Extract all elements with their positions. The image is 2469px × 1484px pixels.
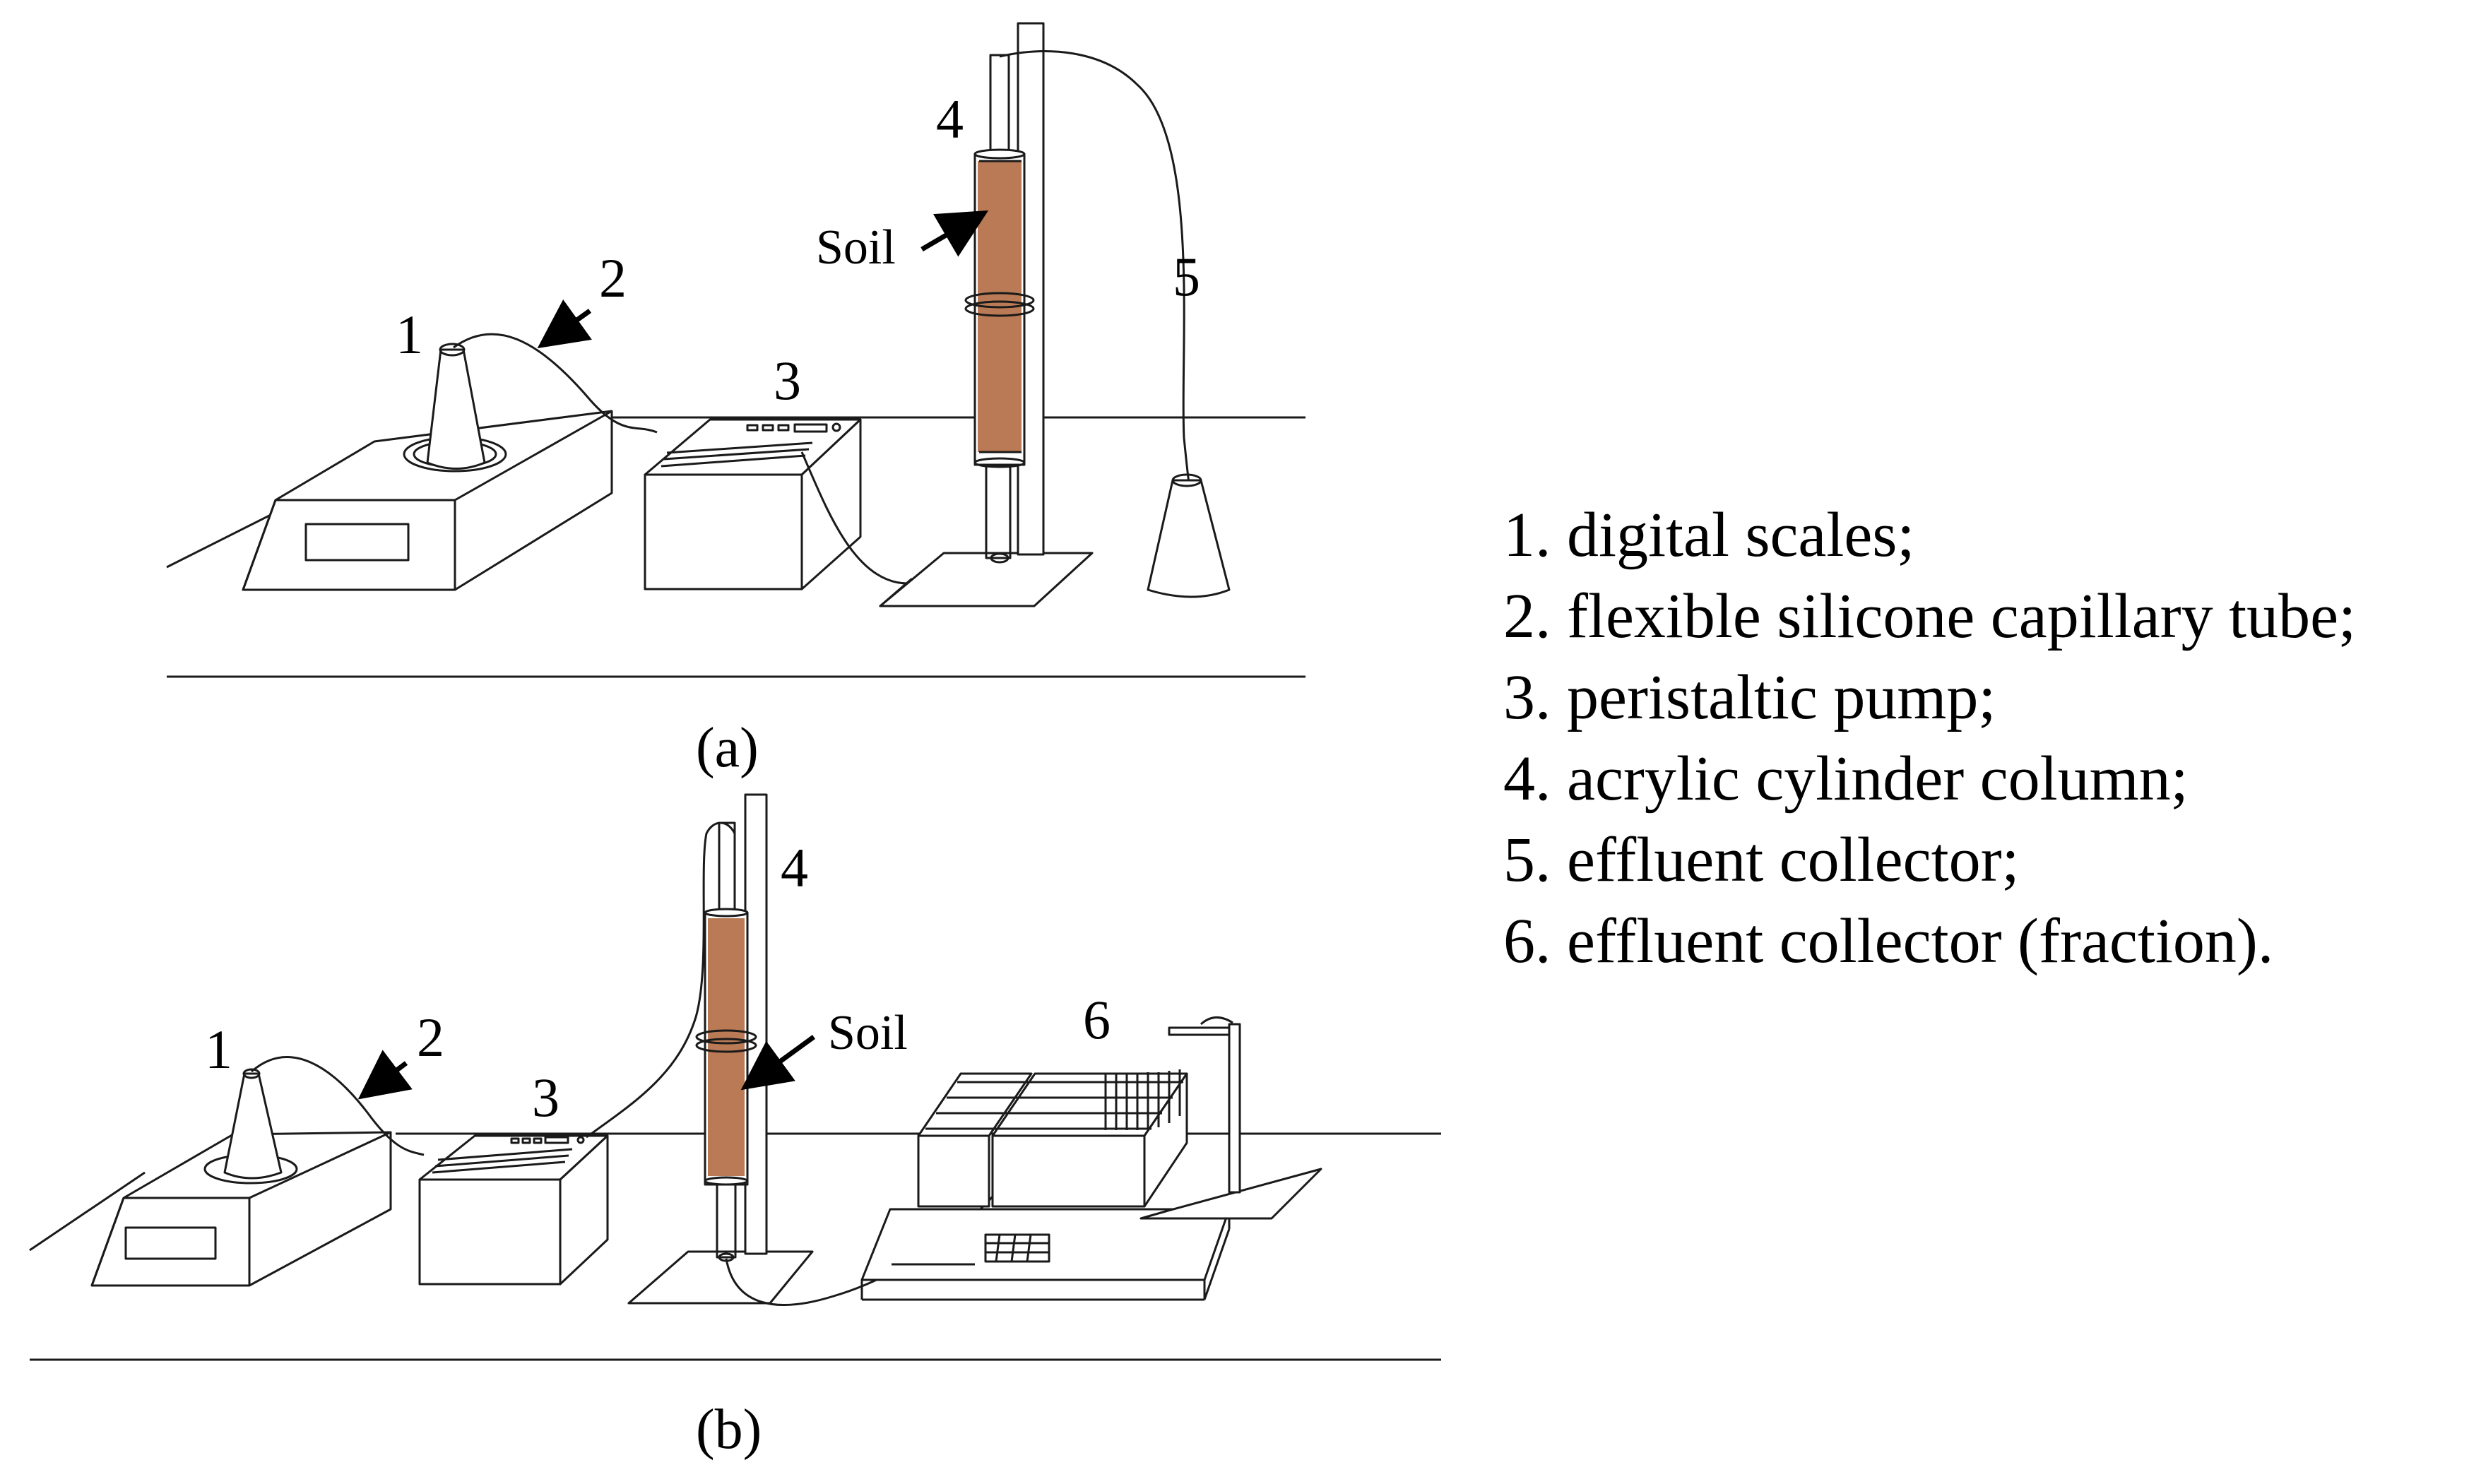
label-a-5: 5 <box>1173 246 1200 307</box>
scale-display-a <box>304 523 410 562</box>
label-b-3: 3 <box>532 1067 559 1128</box>
legend-item-6: 6. effluent collector (fraction). <box>1503 906 2274 976</box>
digital-scales-a <box>242 410 613 591</box>
effluent-collector-a <box>1147 473 1231 598</box>
scale-display-b <box>124 1226 217 1260</box>
capillary-tube-b-1 <box>251 1056 425 1156</box>
table-left-edge-b <box>29 1171 146 1252</box>
label-b-1: 1 <box>205 1019 232 1080</box>
peristaltic-pump-a <box>644 418 862 590</box>
arrow-tube-b <box>357 1050 413 1100</box>
label-a-soil: Soil <box>816 220 896 275</box>
panel-a <box>166 22 1305 678</box>
panel-b <box>29 793 1441 1361</box>
column-stand-b <box>627 793 814 1305</box>
label-a-3: 3 <box>774 350 801 411</box>
peristaltic-pump-b <box>418 1134 609 1286</box>
acrylic-column-b <box>695 821 757 1262</box>
source-flask-b <box>223 1068 283 1180</box>
label-b-soil: Soil <box>828 1006 908 1060</box>
effluent-tube-a <box>999 50 1191 488</box>
acrylic-column-a <box>964 54 1035 564</box>
legend-item-5: 5. effluent collector; <box>1503 825 2020 895</box>
label-b-6: 6 <box>1083 989 1111 1050</box>
legend-item-2: 2. flexible silicone capillary tube; <box>1503 581 2357 651</box>
arrow-soil-b <box>740 1035 816 1091</box>
soil-b <box>708 918 745 1176</box>
effluent-tube-b <box>725 1158 1019 1306</box>
caption-a: (a) <box>696 717 759 779</box>
digital-scales-b <box>90 1131 392 1287</box>
legend-item-3: 3. peristaltic pump; <box>1503 663 1996 732</box>
arrow-tube-a <box>537 299 592 349</box>
label-b-2: 2 <box>417 1007 444 1068</box>
caption-b: (b) <box>696 1399 762 1461</box>
label-a-4: 4 <box>936 88 964 150</box>
legend: 1. digital scales; 2. flexible silicone … <box>1503 494 2464 982</box>
capillary-tube-a-1 <box>453 333 658 434</box>
fraction-collector-b <box>860 1016 1322 1301</box>
column-stand-a <box>879 22 1094 607</box>
arrow-soil-a <box>920 210 989 257</box>
label-b-4: 4 <box>781 837 808 898</box>
source-flask-a <box>426 343 486 470</box>
legend-item-1: 1. digital scales; <box>1503 500 1915 570</box>
label-a-1: 1 <box>396 304 423 365</box>
label-a-2: 2 <box>599 247 627 309</box>
legend-item-4: 4. acrylic cylinder column; <box>1503 744 2189 814</box>
capillary-tube-b-2 <box>586 821 736 1139</box>
